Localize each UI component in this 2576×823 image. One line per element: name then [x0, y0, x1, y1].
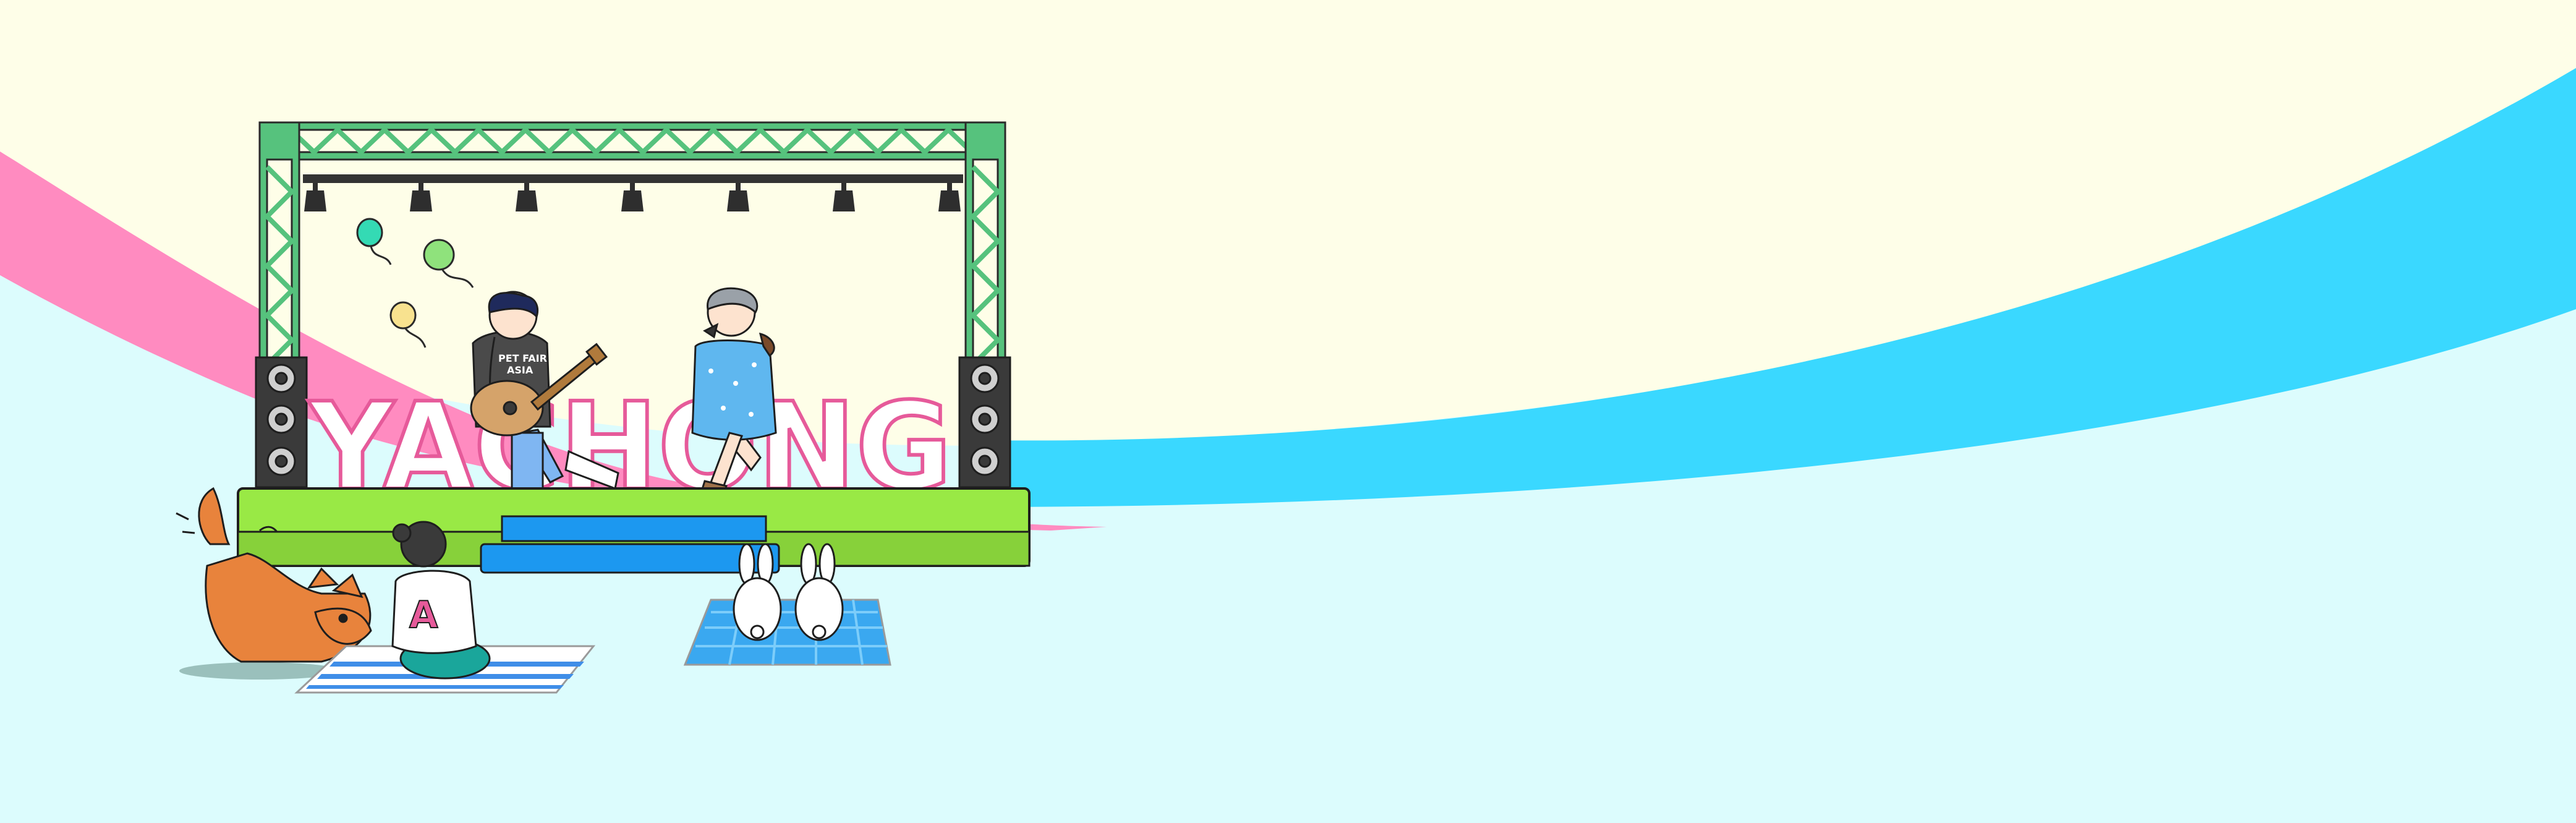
guitarist: PET FAIR ASIA [470, 291, 619, 512]
light-bar [303, 174, 963, 183]
sitting-person: A [391, 521, 491, 680]
stage-stairs [480, 515, 780, 574]
sitter-shirt-letter: A [409, 594, 438, 637]
guitarist-shirt-line2: ASIA [507, 364, 533, 376]
stage-lights [304, 183, 961, 211]
guitarist-shirt-line1: PET FAIR [498, 352, 547, 364]
blue-ribbon [977, 68, 2576, 507]
rabbits [733, 543, 844, 641]
pink-ribbon [0, 151, 1107, 531]
balloons [356, 218, 474, 348]
left-speaker [255, 356, 308, 488]
picnic-blanket [683, 599, 891, 666]
singer [691, 287, 777, 496]
right-speaker [958, 356, 1011, 488]
stage-truss [258, 121, 1006, 495]
dog [176, 487, 372, 680]
